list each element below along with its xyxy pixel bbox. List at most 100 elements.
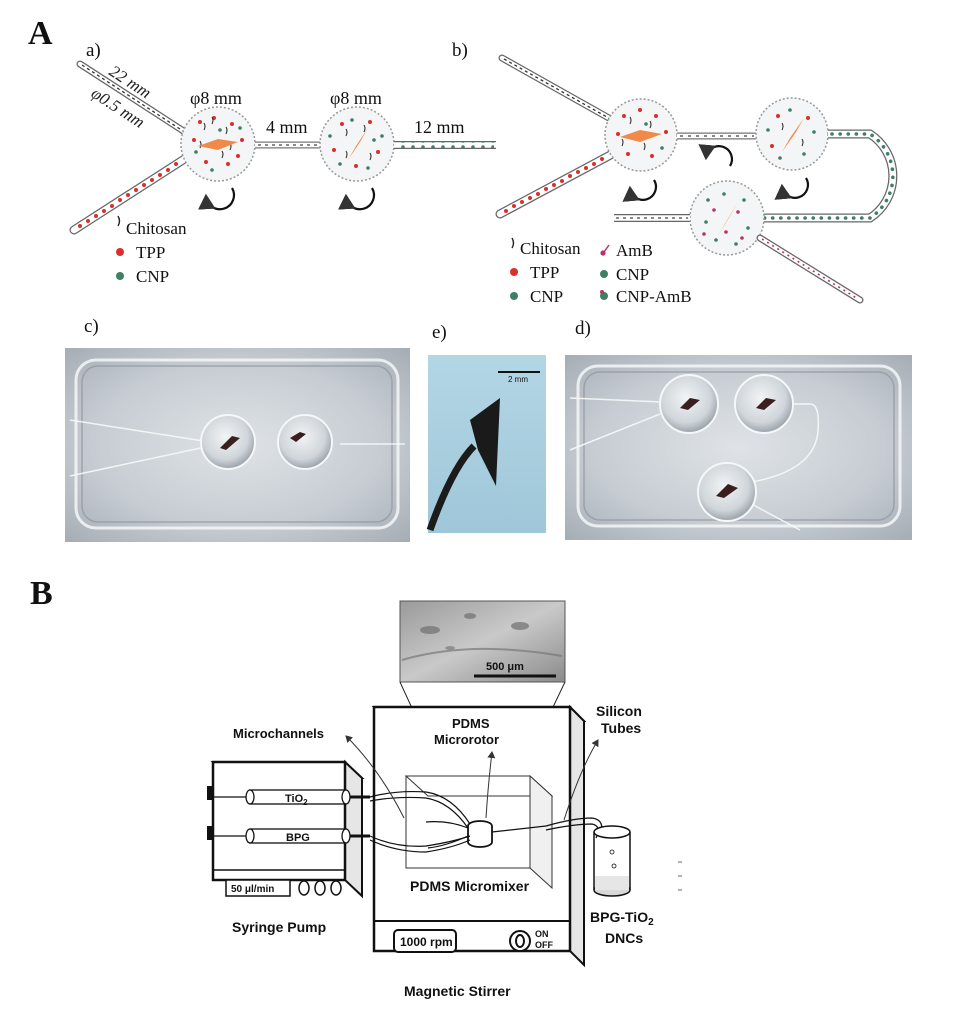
particles-chamber-1-a [192,116,244,172]
channel-b-loop [762,129,898,223]
legend-b: Chitosan TPP CNP AmB CNP CNP-AmB [510,237,692,306]
gap-4mm: 4 mm [266,117,308,137]
syringe-tio2-label: TiO2 [285,793,308,807]
pump-button-3[interactable] [330,880,342,896]
switch-on-label: ON [535,929,549,939]
rpm-value[interactable]: 1000 rpm [400,935,453,949]
legend-cnp-icon [116,272,124,280]
chamber-2-a [319,106,395,182]
legend-b-cnp2: CNP [616,265,649,284]
rotation-arrow-1-a [198,187,236,211]
sem-inset: 500 μm [399,600,566,683]
legend-b-cnp2-icon [600,270,608,278]
photo-d [565,355,912,540]
legend-b-tpp: TPP [530,263,559,282]
legend-b-cnp: CNP [530,287,563,306]
power-switch-inner [515,934,525,948]
legend-b-cnp-icon [510,292,518,300]
label-e: e) [432,322,447,343]
particles-chamber-2-a [328,118,384,170]
sem-scale-label: 500 μm [486,661,524,673]
product-label-2: DNCs [605,930,643,946]
rotor-1-a [198,139,238,150]
chamber-1-a [180,106,256,182]
silicon-tubes-pointer [563,739,599,821]
tpp-dots-b [504,157,604,213]
product-beaker [593,825,631,897]
product-label-1: BPG-TiO2 [590,909,654,928]
rotation-arrow-1-b [622,179,657,202]
microrotor-pointer [485,751,496,819]
chamber-2-b [755,97,829,171]
photo-c-chamber-2 [277,414,333,470]
panel-b-label: B [30,575,53,612]
legend-b-tpp-icon [510,268,518,276]
microrotor-label-2: Microrotor [434,732,499,747]
rotor-1-b [620,130,662,142]
label-c: c) [84,316,99,337]
microrotor-label-1: PDMS [452,716,490,731]
pdms-micromixer [404,774,554,890]
label-d: d) [575,318,591,339]
channel-upper-inlet [76,60,189,136]
label-b: b) [452,40,468,61]
micromixer-label: PDMS Micromixer [410,878,530,894]
legend-b-amb-dot [600,250,606,256]
syringe-pump: 50 μl/min TiO2 BPG [207,759,370,899]
rotation-arrow-2-b [774,177,809,200]
outlet-12mm: 12 mm [414,117,465,137]
rpm-display [393,929,457,953]
syringe-tio2: TiO2 [213,789,370,807]
chamber-1-dim: φ8 mm [190,88,242,108]
photo-e: 2 mm [426,355,546,533]
tpp-dots-lower-inlet [78,162,178,228]
legend-a-cnp: CNP [136,267,169,286]
silicon-tubes-label-2: Tubes [601,720,641,736]
rotation-arrow-mid-b [698,144,733,167]
photo-e-rotor [470,398,500,486]
photo-d-rotor-2 [756,398,776,410]
photo-d-rotor-3 [716,484,738,498]
rotor-2-a [348,128,368,160]
drip-marks [678,861,682,891]
legend-a-tpp: TPP [136,243,165,262]
label-a: a) [86,40,101,61]
microchannels-pointer [345,735,405,819]
channel-b-upper-inlet [498,54,620,126]
channel-b-lower-inlet [495,147,621,219]
diagram-b: b) [452,40,898,306]
legend-b-chitosan-icon [511,237,515,249]
photo-c-rotor-2 [290,432,306,442]
chamber-2-dim: φ8 mm [330,88,382,108]
photo-d-rotor-1 [680,398,700,410]
flow-rate-display [225,879,291,897]
legend-b-amb: AmB [616,241,653,260]
legend-b-cnp-amb: CNP-AmB [616,287,692,306]
scale-label-e: 2 mm [508,375,528,384]
pump-button-2[interactable] [314,880,326,896]
switch-off-label: OFF [535,940,553,950]
channel-lower-inlet [69,153,191,235]
chamber-1-b [604,98,678,172]
legend-a: Chitosan TPP CNP [116,215,187,286]
syringe-pump-label: Syringe Pump [232,919,326,935]
photo-c-rotor-1 [220,436,240,450]
photo-e-needle [426,443,477,532]
diagram-a: a) 22 mm φ0.5 mm [69,40,496,286]
pump-button-1[interactable] [298,880,310,896]
legend-chitosan-icon [117,215,121,227]
panel-a-label: A [28,15,53,52]
rotor-3-b [718,202,738,236]
channel-b-amb-inlet [756,234,864,304]
photo-c [65,348,410,542]
syringe-bpg: BPG [213,828,370,844]
legend-b-cnp-amb-dot [600,290,604,294]
legend-b-amb-icon [603,244,610,253]
channel-outlet-a [394,141,496,149]
silicon-tubes-label-1: Silicon [596,703,642,719]
legend-b-chitosan: Chitosan [520,239,581,258]
flow-rate-value[interactable]: 50 μl/min [231,884,274,895]
syringe-bpg-label: BPG [286,832,310,844]
chamber-3-b [689,180,765,256]
